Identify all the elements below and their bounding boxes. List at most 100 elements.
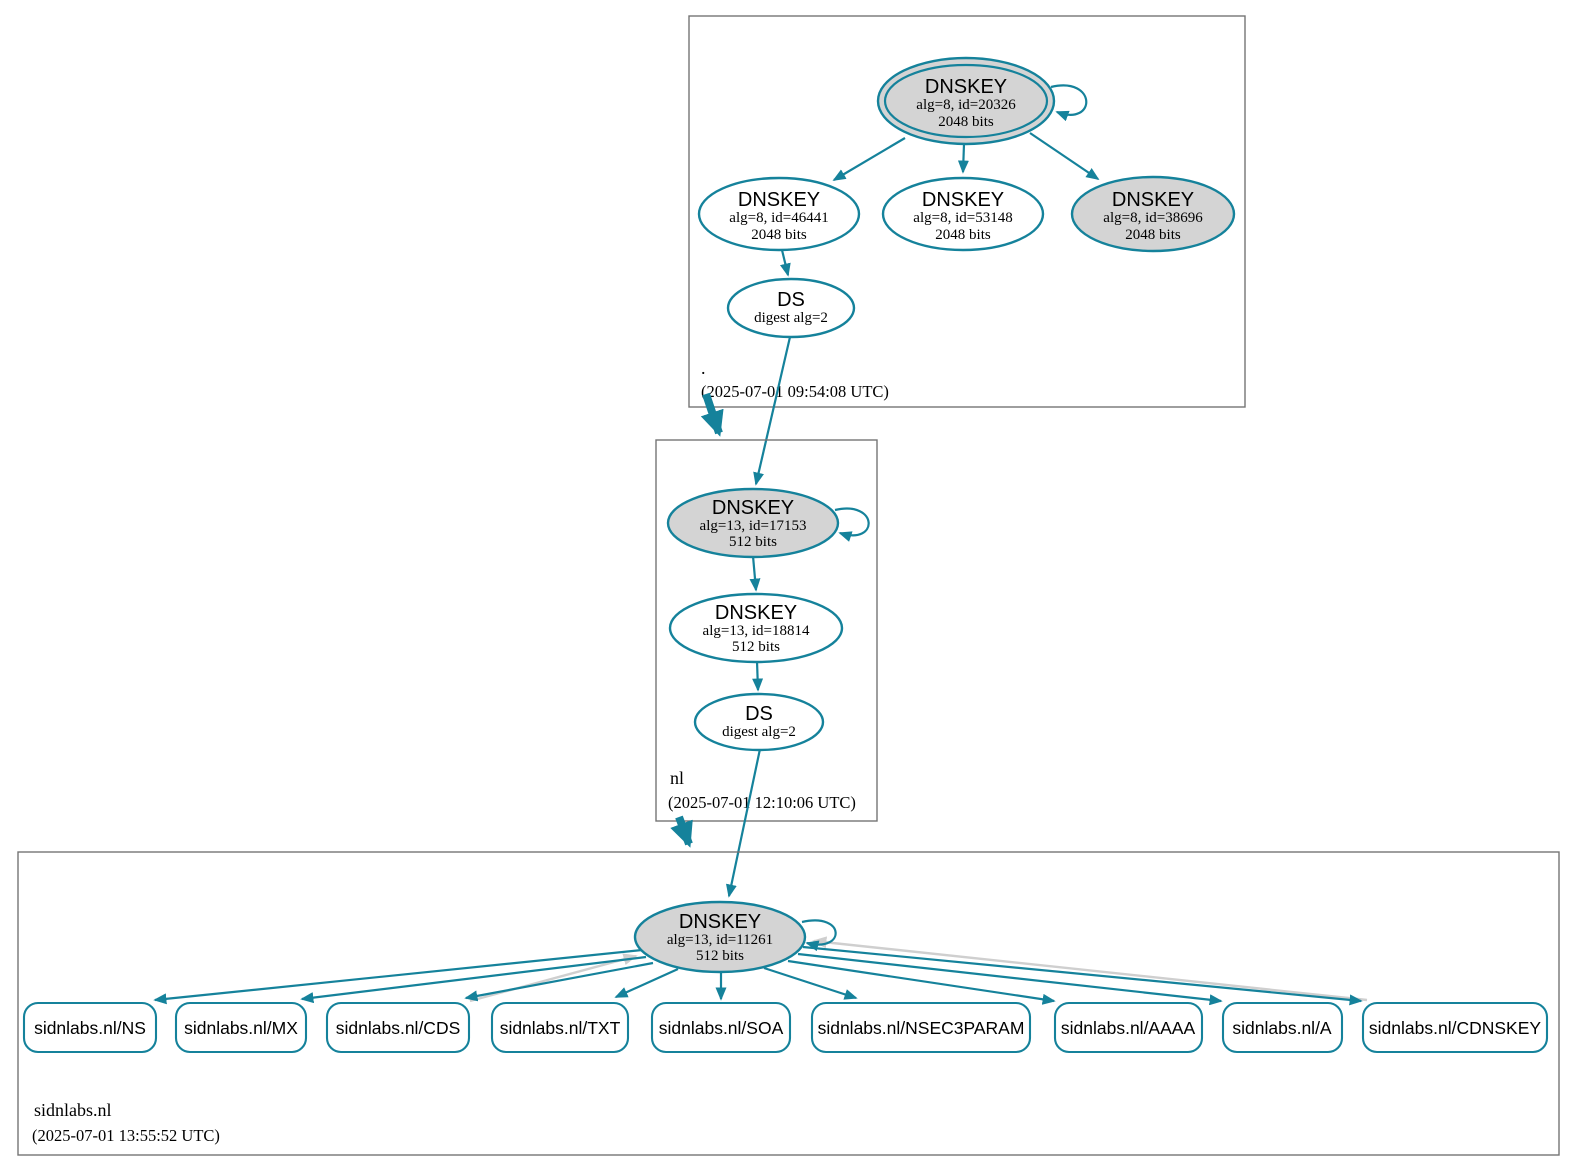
root-dnskey-38696-title: DNSKEY — [1112, 189, 1194, 211]
rrset-aaaa-label: sidnlabs.nl/AAAA — [1061, 1018, 1196, 1038]
root-dnskey-46441-detail: alg=8, id=46441 — [729, 210, 828, 226]
rrset-aaaa-box[interactable] — [1053, 1001, 1204, 1054]
rrset-a-label: sidnlabs.nl/A — [1232, 1018, 1332, 1038]
edge-46441-to-ds — [779, 249, 791, 277]
edge-key-to-nsec3param — [763, 966, 858, 1000]
node-root-dnskey-53148[interactable]: DNSKEY alg=8, id=53148 2048 bits — [881, 176, 1045, 252]
rrset-mx[interactable]: sidnlabs.nl/MX — [174, 1001, 308, 1054]
zone-root-border — [688, 15, 1246, 408]
rrset-cdnskey-box[interactable] — [1361, 1001, 1549, 1054]
rrset-txt-box[interactable] — [490, 1001, 630, 1054]
rrset-txt[interactable]: sidnlabs.nl/TXT — [490, 1001, 630, 1054]
nl-dnskey-17153-ellipse[interactable] — [666, 487, 840, 559]
root-dnskey-38696-ellipse[interactable] — [1070, 175, 1236, 253]
nl-ds-title: DS — [745, 703, 773, 725]
node-nl-dnskey-17153[interactable]: DNSKEY alg=13, id=17153 512 bits — [666, 487, 840, 559]
sidn-dnskey-11261-title: DNSKEY — [679, 911, 761, 933]
root-dnskey-53148-detail: alg=8, id=53148 — [913, 210, 1012, 226]
edge-key-to-cdnskey — [802, 945, 1363, 1006]
rrset-nsec3param-label: sidnlabs.nl/NSEC3PARAM — [818, 1018, 1025, 1038]
edge-key-to-mx — [300, 955, 647, 1004]
edge-nl-zsk-to-ds — [752, 660, 764, 692]
root-dnskey-53148-ellipse[interactable] — [881, 176, 1045, 252]
node-nl-ds[interactable]: DS digest alg=2 — [693, 692, 825, 752]
rrset-nsec3param[interactable]: sidnlabs.nl/NSEC3PARAM — [810, 1001, 1032, 1054]
rrset-ns[interactable]: sidnlabs.nl/NS — [22, 1001, 158, 1054]
rrset-aaaa[interactable]: sidnlabs.nl/AAAA — [1053, 1001, 1204, 1054]
root-ksk-outer-ellipse[interactable] — [876, 56, 1056, 146]
edge-sidn-key-selfloop — [801, 919, 837, 952]
sidn-dnskey-11261-ellipse[interactable] — [633, 900, 807, 974]
edge-cds-to-dnskey-gray — [469, 953, 638, 1003]
nl-dnskey-18814-ellipse[interactable] — [668, 592, 844, 664]
root-dnskey-46441-size: 2048 bits — [751, 227, 807, 243]
rrset-soa[interactable]: sidnlabs.nl/SOA — [650, 1001, 792, 1054]
root-ksk-detail: alg=8, id=20326 — [916, 97, 1016, 113]
nl-dnskey-17153-detail: alg=13, id=17153 — [700, 518, 807, 534]
rrset-cds[interactable]: sidnlabs.nl/CDS — [325, 1001, 471, 1054]
rrset-soa-box[interactable] — [650, 1001, 792, 1054]
nl-ds-ellipse[interactable] — [693, 692, 825, 752]
sidn-dnskey-11261-size: 512 bits — [696, 948, 744, 964]
rrset-txt-label: sidnlabs.nl/TXT — [500, 1018, 621, 1038]
edge-key-to-a — [797, 952, 1223, 1006]
root-dnskey-38696-detail: alg=8, id=38696 — [1103, 210, 1203, 226]
edge-root-delegation-to-nl — [700, 392, 724, 437]
zone-sidnlabs-timestamp: (2025-07-01 13:55:52 UTC) — [32, 1126, 220, 1145]
edge-nl-ds-to-sidn-key — [725, 748, 762, 898]
node-root-dnskey-38696[interactable]: DNSKEY alg=8, id=38696 2048 bits — [1070, 175, 1236, 253]
root-ds-detail: digest alg=2 — [754, 310, 828, 326]
rrset-a-box[interactable] — [1221, 1001, 1344, 1054]
node-root-ds[interactable]: DS digest alg=2 — [726, 277, 856, 339]
edge-root-ksk-to-46441 — [832, 137, 906, 181]
root-dnskey-46441-ellipse[interactable] — [697, 176, 861, 252]
nl-dnskey-18814-detail: alg=13, id=18814 — [703, 623, 810, 639]
zone-nl: nl (2025-07-01 12:10:06 UTC) — [655, 439, 878, 822]
edge-root-ksk-to-38696 — [1029, 132, 1100, 180]
edge-nl-ksk-selfloop — [834, 507, 870, 542]
root-dnskey-53148-title: DNSKEY — [922, 189, 1004, 211]
sidn-dnskey-11261-detail: alg=13, id=11261 — [667, 932, 773, 948]
nl-dnskey-17153-size: 512 bits — [729, 534, 777, 550]
zone-nl-timestamp: (2025-07-01 12:10:06 UTC) — [668, 793, 856, 812]
edge-key-to-aaaa — [787, 959, 1056, 1005]
root-dnskey-46441-title: DNSKEY — [738, 189, 820, 211]
zone-sidnlabs-label: sidnlabs.nl — [34, 1100, 112, 1120]
rrset-mx-box[interactable] — [174, 1001, 308, 1054]
zone-nl-border — [655, 439, 878, 822]
rrset-a[interactable]: sidnlabs.nl/A — [1221, 1001, 1344, 1054]
zone-nl-label: nl — [670, 768, 684, 788]
zone-root-label: . — [701, 358, 706, 378]
rrset-soa-label: sidnlabs.nl/SOA — [659, 1018, 784, 1038]
rrset-ns-box[interactable] — [22, 1001, 158, 1054]
root-ksk-size: 2048 bits — [938, 114, 994, 130]
node-root-dnskey-46441[interactable]: DNSKEY alg=8, id=46441 2048 bits — [697, 176, 861, 252]
zone-root: . (2025-07-01 09:54:08 UTC) — [688, 15, 1246, 408]
rrset-nsec3param-box[interactable] — [810, 1001, 1032, 1054]
rrset-cds-box[interactable] — [325, 1001, 471, 1054]
zone-sidnlabs-border — [17, 851, 1560, 1156]
root-ds-ellipse[interactable] — [726, 277, 856, 339]
rrset-cdnskey[interactable]: sidnlabs.nl/CDNSKEY — [1361, 1001, 1549, 1054]
node-sidn-dnskey-11261[interactable]: DNSKEY alg=13, id=11261 512 bits — [633, 900, 807, 974]
rrset-cds-label: sidnlabs.nl/CDS — [336, 1018, 461, 1038]
node-nl-dnskey-18814[interactable]: DNSKEY alg=13, id=18814 512 bits — [668, 592, 844, 664]
root-ksk-inner-ellipse — [883, 63, 1049, 139]
rrset-cdnskey-label: sidnlabs.nl/CDNSKEY — [1369, 1018, 1541, 1038]
root-ksk-title: DNSKEY — [925, 76, 1007, 98]
edge-root-ksk-selfloop — [1050, 84, 1088, 122]
root-ds-title: DS — [777, 289, 805, 311]
nl-dnskey-17153-title: DNSKEY — [712, 497, 794, 519]
rrset-mx-label: sidnlabs.nl/MX — [184, 1018, 298, 1038]
root-dnskey-38696-size: 2048 bits — [1125, 227, 1181, 243]
edge-root-ksk-to-53148 — [957, 143, 969, 174]
edge-cdnskey-to-dnskey-gray — [812, 936, 1368, 1002]
edge-nl-ksk-to-zsk — [749, 555, 761, 592]
nl-dnskey-18814-title: DNSKEY — [715, 602, 797, 624]
node-root-ksk-20326[interactable]: DNSKEY alg=8, id=20326 2048 bits — [876, 56, 1056, 146]
rrset-ns-label: sidnlabs.nl/NS — [34, 1018, 146, 1038]
nl-ds-detail: digest alg=2 — [722, 724, 796, 740]
edge-root-ds-to-nl-ksk — [753, 336, 792, 486]
